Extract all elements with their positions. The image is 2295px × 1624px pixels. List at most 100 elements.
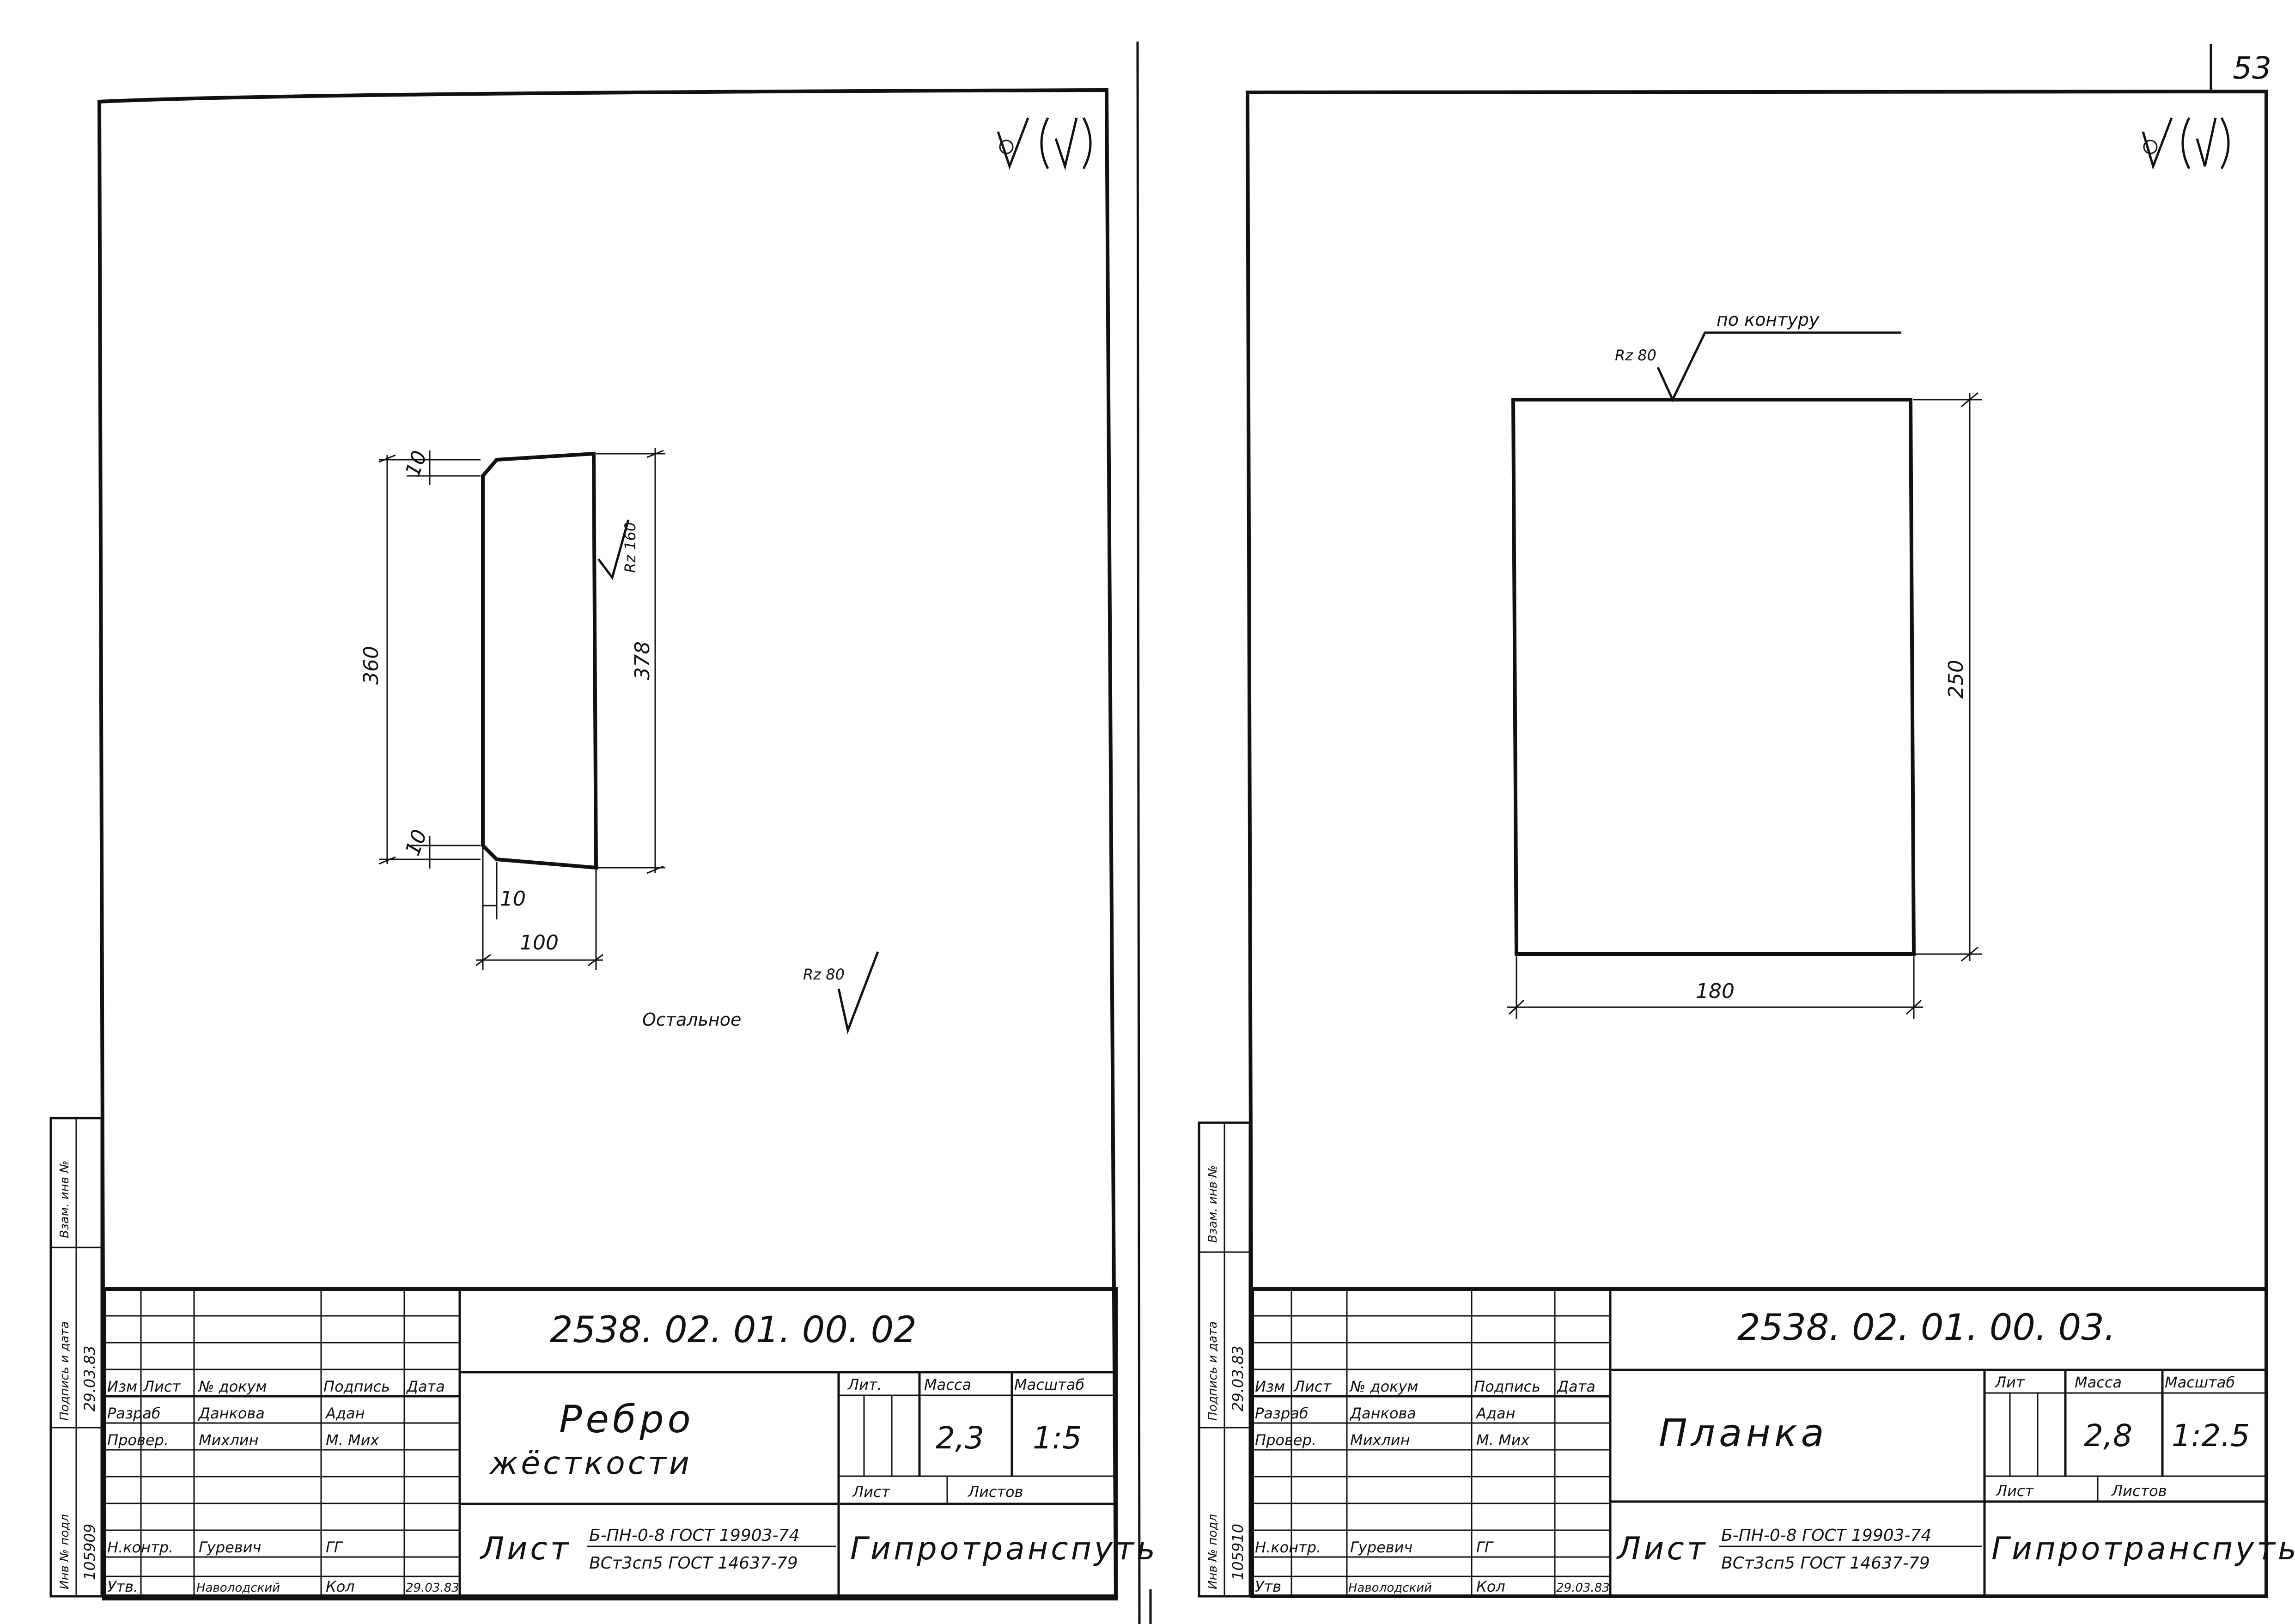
plate-contour (1511, 398, 1916, 956)
role-ncontr: Н.контр. (107, 1539, 173, 1556)
role-check: Провер. (107, 1431, 169, 1449)
side-inv-label-right: Инв № подл (1206, 1514, 1220, 1589)
side-inv-label: Инв № подл (58, 1514, 72, 1589)
mass-label: Масса (924, 1376, 971, 1393)
material-prefix: Лист (479, 1531, 571, 1567)
rib-contour (481, 451, 598, 870)
hdr-doc-right: № докум (1349, 1378, 1418, 1395)
mass-value-right: 2,8 (2084, 1418, 2132, 1454)
hdr-izm: Изм (107, 1378, 137, 1395)
dim-100: 100 (520, 931, 559, 955)
part-title: Ребро (559, 1398, 694, 1442)
name-dev-right: Данкова (1349, 1405, 1416, 1422)
hdr-doc: № докум (198, 1378, 267, 1395)
dim-180: 180 (1696, 979, 1735, 1003)
hdr-sign: Подпись (323, 1378, 390, 1395)
dim-10-top: 10 (401, 448, 432, 480)
material-bottom: ВСт3сп5 ГОСТ 14637-79 (589, 1554, 798, 1573)
side-sign-date-label: Подпись и дата (58, 1321, 72, 1421)
sign-check: М. Мих (326, 1431, 379, 1449)
doc-code: 2538. 02. 01. 00. 02 (550, 1309, 917, 1351)
part-title-right: Планка (1659, 1411, 1828, 1455)
sheet-label-right: Лист (1996, 1482, 2034, 1500)
hdr-date: Дата (406, 1378, 445, 1395)
name-approve-right: Наволодский (1348, 1581, 1432, 1595)
material-top: Б-ПН-0-8 ГОСТ 19903-74 (589, 1526, 799, 1545)
organization-right: Гипротранспуть (1991, 1531, 2295, 1567)
plate-rough-mark (1656, 331, 1901, 402)
part-subtitle: жёсткости (489, 1445, 692, 1482)
rough-edge-value: Rz 160 (621, 522, 639, 573)
side-vzam-label: Взам. инв № (58, 1161, 72, 1238)
name-check: Михлин (199, 1431, 259, 1449)
name-approve: Наволодский (196, 1581, 280, 1595)
dim-378: 378 (631, 641, 654, 680)
dim-10-small: 10 (500, 887, 526, 911)
note-rest-rough-mark (837, 951, 879, 1034)
side-sign-date-label-right: Подпись и дата (1206, 1321, 1220, 1421)
note-rest-rz: Rz 80 (803, 966, 845, 983)
dim-10-bottom: 10 (401, 827, 432, 859)
material-prefix-right: Лист (1616, 1531, 1708, 1567)
sheet-divider-left (1136, 41, 1141, 1624)
rough-edge-mark (597, 519, 630, 580)
sign-approve-right: Кол (1476, 1578, 1505, 1595)
sign-ncontr: ГГ (326, 1539, 343, 1556)
hdr-list: Лист (143, 1378, 181, 1395)
sheet-label: Лист (852, 1483, 890, 1501)
side-inv-value-right: 105910 (1229, 1524, 1247, 1580)
page-number: 53 (2233, 50, 2271, 86)
sign-approve: Кол (326, 1578, 355, 1595)
lit-label-right: Лит (1995, 1374, 2025, 1391)
role-dev: Разраб (107, 1405, 161, 1422)
sign-check-right: М. Мих (1476, 1431, 1530, 1449)
role-approve: Утв. (107, 1578, 138, 1595)
hdr-date-right: Дата (1556, 1378, 1595, 1395)
lit-label: Лит. (847, 1376, 882, 1393)
mass-label-right: Масса (2075, 1374, 2122, 1391)
hdr-izm-right: Изм (1255, 1378, 1285, 1395)
roughness-symbol-right (2142, 117, 2230, 170)
name-ncontr: Гуревич (199, 1539, 261, 1556)
sign-dev: Адан (325, 1405, 365, 1422)
dim-250: 250 (1944, 660, 1968, 699)
doc-code-right: 2538. 02. 01. 00. 03. (1737, 1307, 2116, 1349)
part-rib: 360 10 10 378 Rz 160 10 100 (359, 448, 665, 970)
scale-value: 1:5 (1033, 1420, 1082, 1456)
title-block-right: Изм Лист № докум Подпись Дата Разраб Дан… (1250, 1287, 2295, 1598)
name-ncontr-right: Гуревич (1350, 1539, 1412, 1556)
organization: Гипротранспуть (850, 1531, 1158, 1567)
frame-left (97, 88, 1118, 1600)
plate-contour-note: по контуру (1717, 310, 1820, 330)
side-strip-left: Взам. инв № Подпись и дата 29.03.83 Инв … (49, 1117, 103, 1598)
sign-ncontr-right: ГГ (1476, 1539, 1494, 1556)
side-sign-date-value-right: 29.03.83 (1229, 1346, 1247, 1412)
scale-label-right: Масштаб (2165, 1374, 2235, 1391)
role-approve-right: Утв (1255, 1578, 1281, 1595)
sheets-label: Листов (968, 1483, 1023, 1501)
name-check-right: Михлин (1350, 1431, 1410, 1449)
title-block-left: Изм Лист № докум Подпись Дата Разраб Дан… (102, 1287, 1158, 1598)
date-approve-right: 29.03.83 (1556, 1581, 1610, 1595)
side-inv-value: 105909 (81, 1524, 98, 1580)
scale-label: Масштаб (1014, 1376, 1084, 1393)
note-rest: Остальное (642, 1010, 741, 1030)
material-bottom-right: ВСт3сп5 ГОСТ 14637-79 (1721, 1554, 1930, 1573)
material-top-right: Б-ПН-0-8 ГОСТ 19903-74 (1721, 1526, 1931, 1545)
part-plate: Rz 80 по контуру 250 180 (1507, 310, 1982, 1019)
side-strip-right: Взам. инв № Подпись и дата 29.03.83 Инв … (1198, 1121, 1251, 1598)
sheet-left: 360 10 10 378 Rz 160 10 100 Остальное (49, 88, 1158, 1600)
name-dev: Данкова (198, 1405, 265, 1422)
plate-rough-value: Rz 80 (1615, 347, 1656, 364)
sheets-label-right: Листов (2111, 1482, 2167, 1500)
roughness-symbol-left (997, 117, 1092, 171)
sign-dev-right: Адан (1475, 1405, 1516, 1422)
sheet-right: Rz 80 по контуру 250 180 Взам. инв № Под… (1198, 89, 2295, 1598)
role-dev-right: Разраб (1255, 1405, 1309, 1422)
role-check-right: Провер. (1255, 1431, 1316, 1449)
hdr-list-right: Лист (1293, 1378, 1332, 1395)
dim-360: 360 (359, 646, 383, 685)
side-sign-date-value: 29.03.83 (81, 1346, 98, 1412)
side-vzam-label-right: Взам. инв № (1206, 1165, 1220, 1243)
